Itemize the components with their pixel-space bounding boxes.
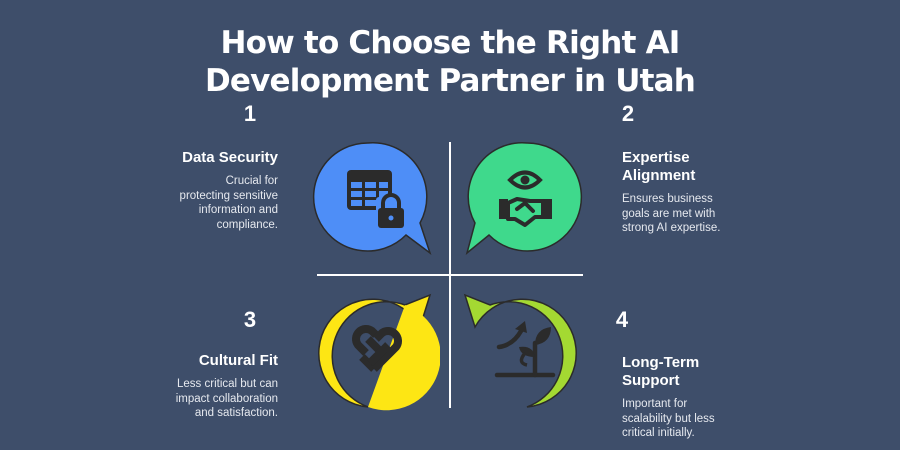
title-line-2: Development Partner in Utah: [204, 63, 696, 99]
body-line: information and: [198, 204, 278, 216]
heading-line: Alignment: [622, 167, 696, 184]
title-line-1: How to Choose the Right AI: [220, 25, 680, 61]
quadrant-2-text: Expertise Alignment Ensures business goa…: [622, 149, 772, 236]
quadrant-2-number: 2: [621, 101, 635, 126]
quadrant-1-heading: Data Security: [182, 149, 278, 166]
vertical-divider: [449, 142, 451, 408]
quadrant-3-text: Cultural Fit Less critical but can impac…: [128, 352, 278, 421]
table-lock-icon: [312, 142, 432, 256]
heading-line: Long-Term: [622, 354, 700, 371]
body-line: and satisfaction.: [194, 407, 278, 419]
body-line: Important for: [622, 398, 688, 410]
body-line: strong AI expertise.: [622, 222, 721, 234]
quadrant-3-number: 3: [243, 307, 257, 332]
eye-handshake-icon: [465, 142, 583, 256]
body-line: scalability but less: [622, 412, 715, 425]
quadrant-2-bubble: [455, 135, 585, 265]
body-line: impact collaboration: [175, 392, 278, 405]
quadrant-2-body: Ensures business goals are met with stro…: [622, 192, 772, 236]
quadrant-4-text: Long-Term Support Important for scalabil…: [622, 354, 772, 441]
quadrant-3-body: Less critical but can impact collaborati…: [128, 377, 278, 421]
body-line: goals are met with: [622, 207, 716, 220]
body-line: compliance.: [216, 218, 278, 231]
heading-line: Expertise: [622, 149, 690, 166]
body-line: Less critical but can: [177, 378, 278, 390]
quadrant-1-number: 1: [243, 101, 257, 126]
heading-line: Support: [622, 372, 680, 389]
quadrant-1-text: Data Security Crucial for protecting sen…: [128, 149, 278, 232]
quadrant-1-body: Crucial for protecting sensitive informa…: [128, 174, 278, 232]
woven-heart-icon: [318, 293, 440, 411]
growth-sprout-icon: [463, 293, 577, 408]
body-line: Ensures business: [622, 193, 713, 205]
quadrant-3-heading: Cultural Fit: [198, 352, 278, 369]
quadrant-1-bubble: [310, 135, 440, 265]
page-title: How to Choose the Right AI Development P…: [0, 24, 900, 100]
quadrant-4-number: 4: [615, 307, 629, 332]
body-line: protecting sensitive: [179, 189, 278, 202]
quadrant-4-heading: Long-Term Support: [622, 354, 772, 390]
body-line: Crucial for: [225, 175, 278, 187]
quadrant-4-bubble: [455, 285, 585, 415]
body-line: critical initially.: [622, 427, 695, 439]
quadrant-2-heading: Expertise Alignment: [622, 149, 772, 185]
quadrant-3-bubble: [310, 285, 440, 415]
quadrant-4-body: Important for scalability but less criti…: [622, 397, 772, 441]
